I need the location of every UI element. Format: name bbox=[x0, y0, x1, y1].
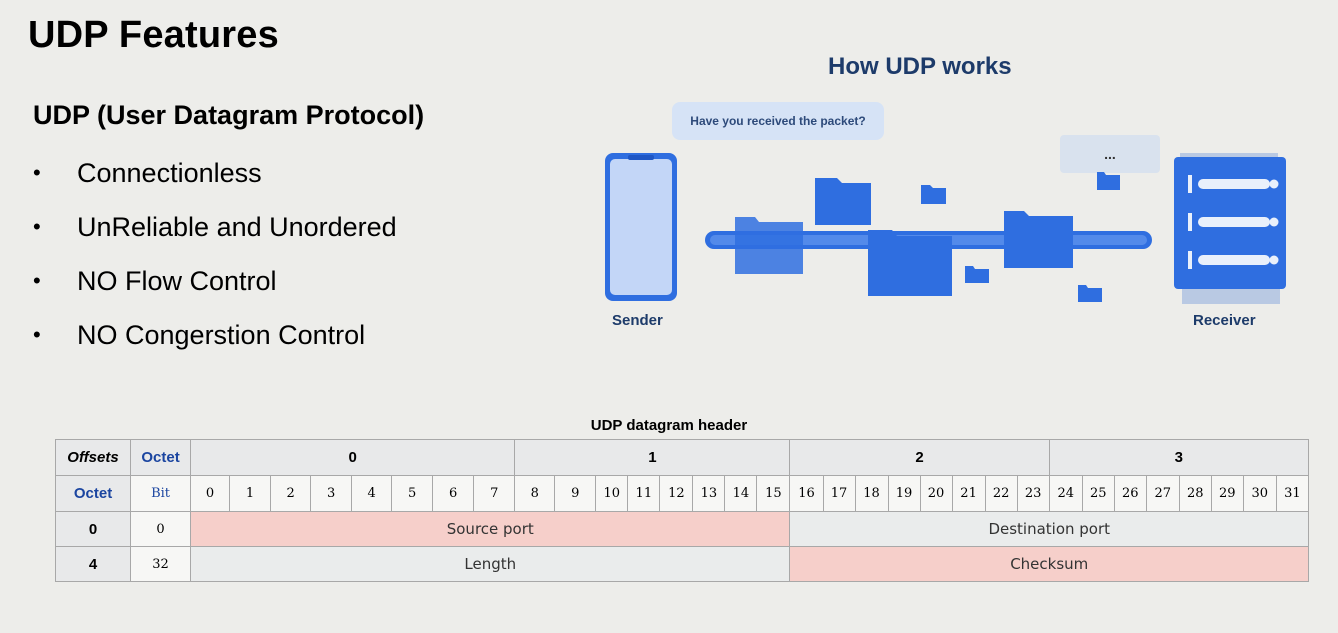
bit-number: 19 bbox=[887, 475, 921, 512]
bit-number: 7 bbox=[473, 475, 516, 512]
bit-number: 0 bbox=[190, 475, 231, 512]
bit-number: 8 bbox=[514, 475, 556, 512]
offsets-header: Offsets bbox=[54, 439, 132, 476]
slide-subtitle: UDP (User Datagram Protocol) bbox=[33, 100, 425, 130]
bit-number: 20 bbox=[919, 475, 953, 512]
bullet-text: NO Congerstion Control bbox=[77, 319, 366, 350]
reply-bubble: ... bbox=[1060, 135, 1160, 173]
bit-number: 26 bbox=[1113, 475, 1147, 512]
bit-number: 9 bbox=[554, 475, 597, 512]
list-item: • Connectionless bbox=[30, 146, 397, 200]
phone-icon bbox=[605, 153, 677, 301]
bullet-icon: • bbox=[33, 268, 41, 293]
bit-number: 12 bbox=[659, 475, 694, 512]
bit-number: 27 bbox=[1145, 475, 1180, 512]
bullet-text: Connectionless bbox=[77, 157, 262, 188]
length-field: Length bbox=[190, 546, 791, 582]
slide-title: UDP Features bbox=[28, 14, 279, 56]
checksum-field: Checksum bbox=[789, 546, 1309, 582]
packet-folder-icon bbox=[735, 172, 1120, 302]
illustration-title: How UDP works bbox=[828, 53, 1012, 80]
bullet-icon: • bbox=[33, 322, 41, 347]
octet-column-header: Octet bbox=[130, 439, 192, 476]
bullet-icon: • bbox=[33, 214, 41, 239]
bit-column-header: Bit bbox=[130, 475, 192, 512]
bit-number: 16 bbox=[789, 475, 824, 512]
bit-number: 11 bbox=[627, 475, 661, 512]
bit-number: 1 bbox=[229, 475, 272, 512]
bit-number: 28 bbox=[1178, 475, 1212, 512]
octet-row-header: Octet bbox=[54, 475, 132, 512]
destination-port-field: Destination port bbox=[789, 511, 1309, 547]
server-icon bbox=[1174, 153, 1286, 304]
row-octet-offset: 4 bbox=[54, 546, 132, 582]
bit-number: 25 bbox=[1081, 475, 1115, 512]
bit-number: 6 bbox=[432, 475, 475, 512]
bit-number: 23 bbox=[1016, 475, 1050, 512]
bit-number: 13 bbox=[692, 475, 726, 512]
bit-number: 18 bbox=[854, 475, 889, 512]
bit-number: 15 bbox=[756, 475, 791, 512]
sender-label: Sender bbox=[612, 312, 663, 329]
list-item: • NO Congerstion Control bbox=[30, 308, 397, 362]
bit-number: 29 bbox=[1210, 475, 1244, 512]
bit-number: 14 bbox=[724, 475, 758, 512]
row-bit-offset: 32 bbox=[130, 546, 192, 582]
transfer-graphic bbox=[605, 153, 1286, 304]
bit-number: 30 bbox=[1242, 475, 1277, 512]
octet-header: 2 bbox=[789, 439, 1050, 476]
source-port-field: Source port bbox=[190, 511, 791, 547]
bit-number: 10 bbox=[595, 475, 629, 512]
octet-header: 0 bbox=[190, 439, 516, 476]
octet-header: 3 bbox=[1048, 439, 1310, 476]
table-caption: UDP datagram header bbox=[590, 417, 748, 434]
udp-header-table: Offsets Octet 0 1 2 3 Octet Bit 0 1 2 3 … bbox=[54, 439, 1310, 582]
bullet-icon: • bbox=[33, 160, 41, 185]
bit-number: 21 bbox=[951, 475, 986, 512]
bit-number: 2 bbox=[270, 475, 312, 512]
receiver-label: Receiver bbox=[1193, 312, 1256, 329]
octet-header: 1 bbox=[514, 439, 791, 476]
row-octet-offset: 0 bbox=[54, 511, 132, 547]
row-bit-offset: 0 bbox=[130, 511, 192, 547]
udp-illustration: How UDP works Have you received the pack… bbox=[590, 45, 1310, 345]
bullet-text: NO Flow Control bbox=[77, 265, 277, 296]
list-item: • NO Flow Control bbox=[30, 254, 397, 308]
bit-number: 31 bbox=[1275, 475, 1310, 512]
bit-number: 3 bbox=[310, 475, 353, 512]
bullet-text: UnReliable and Unordered bbox=[77, 211, 397, 242]
bit-number: 5 bbox=[391, 475, 434, 512]
feature-list: • Connectionless • UnReliable and Unordere… bbox=[30, 146, 397, 362]
bit-number: 22 bbox=[984, 475, 1018, 512]
bit-number: 4 bbox=[351, 475, 393, 512]
bit-number: 17 bbox=[822, 475, 856, 512]
question-bubble: Have you received the packet? bbox=[672, 102, 884, 140]
list-item: • UnReliable and Unordered bbox=[30, 200, 397, 254]
bit-number: 24 bbox=[1048, 475, 1083, 512]
